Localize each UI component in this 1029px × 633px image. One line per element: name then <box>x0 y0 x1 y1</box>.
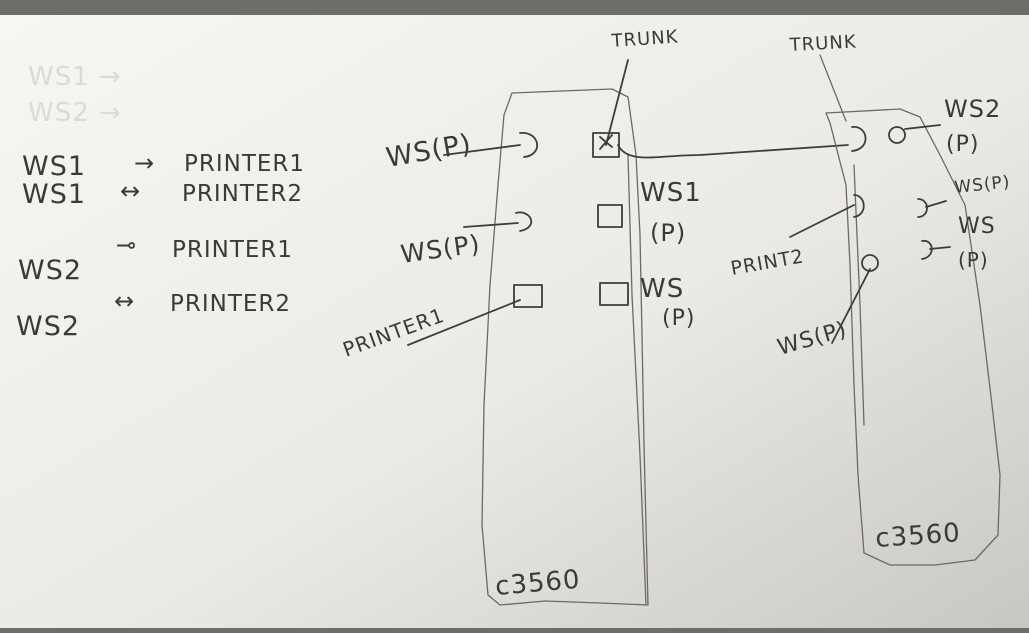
right-port-print2[interactable] <box>853 194 865 218</box>
mapping-arrow: ↔ <box>114 287 135 315</box>
erased-line-2: WS2 → <box>28 98 122 128</box>
right-port-ws-p-side[interactable] <box>917 198 928 218</box>
left-port-ws1[interactable] <box>597 204 623 228</box>
cable-ws-top <box>443 144 521 156</box>
cable-ws-p-side <box>925 200 947 208</box>
mapping-printer: PRINTER1 <box>184 151 305 177</box>
mapping-row: WS1 → PRINTER1 <box>22 149 305 182</box>
left-trunk-label: TRUNK <box>610 26 679 52</box>
left-port-ws-mid[interactable] <box>515 211 533 232</box>
label-ws: WS <box>958 214 996 239</box>
cable-ws2 <box>904 124 941 130</box>
left-port-ws[interactable] <box>599 282 629 306</box>
label-ws: WS <box>640 274 684 304</box>
left-port-ws-top[interactable] <box>519 132 539 158</box>
trunk-pointer-left <box>605 59 629 146</box>
trunk-mark <box>599 134 613 150</box>
mapping-printer: PRINTER1 <box>172 237 293 263</box>
mapping-ws: WS1 <box>22 151 86 182</box>
cable-printer1 <box>407 299 521 346</box>
left-switch-model: c3560 <box>494 565 582 602</box>
label-ws1-p: (P) <box>650 219 686 247</box>
left-port-printer[interactable] <box>513 284 543 308</box>
label-ws2-p: (P) <box>946 132 979 157</box>
mapping-ws: WS2 <box>18 255 82 286</box>
mapping-ws: WS1 <box>22 179 86 210</box>
right-port-ws-bottom[interactable] <box>861 254 879 272</box>
mapping-arrow: → <box>134 149 155 177</box>
mapping-row: WS2 ↔ PRINTER2 <box>16 287 291 342</box>
mapping-arrow: ⊸ <box>116 231 137 259</box>
cable-ws-mid <box>463 222 519 228</box>
cable-ws-right <box>929 246 951 250</box>
left-switch-outline <box>481 88 649 606</box>
network-sketch: WS1 → WS2 → WS1 → PRINTER1 WS1 ↔ PRINTER… <box>0 15 1029 628</box>
label-ws-p: (P) <box>958 248 989 272</box>
mapping-arrow: ↔ <box>120 177 141 205</box>
mapping-printer: PRINTER2 <box>170 291 291 317</box>
right-trunk-port[interactable] <box>851 126 867 152</box>
cable-ws-bottom <box>831 268 871 344</box>
mapping-list: WS1 → PRINTER1 WS1 ↔ PRINTER2 WS2 ⊸ PRIN… <box>16 149 305 342</box>
left-switch-divider <box>627 154 647 606</box>
paper-surface <box>0 15 1029 628</box>
trunk-pointer-right <box>819 54 847 122</box>
mapping-printer: PRINTER2 <box>182 181 303 207</box>
mapping-ws: WS2 <box>16 311 80 342</box>
trunk-cable <box>617 144 849 159</box>
mapping-row: WS2 ⊸ PRINTER1 <box>18 231 293 286</box>
cable-print2 <box>789 204 855 238</box>
label-ws-p: (P) <box>662 306 695 331</box>
paper-sheet: WS1 → WS2 → WS1 → PRINTER1 WS1 ↔ PRINTER… <box>0 10 1029 628</box>
right-switch-outline <box>825 108 1001 566</box>
right-switch-model: c3560 <box>874 518 961 554</box>
right-port-ws2[interactable] <box>888 126 906 144</box>
erased-line-1: WS1 → <box>28 62 122 92</box>
label-ws1: WS1 <box>640 178 702 208</box>
right-trunk-label: TRUNK <box>788 32 857 57</box>
mapping-row: WS1 ↔ PRINTER2 <box>22 177 303 210</box>
label-ws2: WS2 <box>944 95 1001 123</box>
right-switch-divider <box>853 164 865 426</box>
